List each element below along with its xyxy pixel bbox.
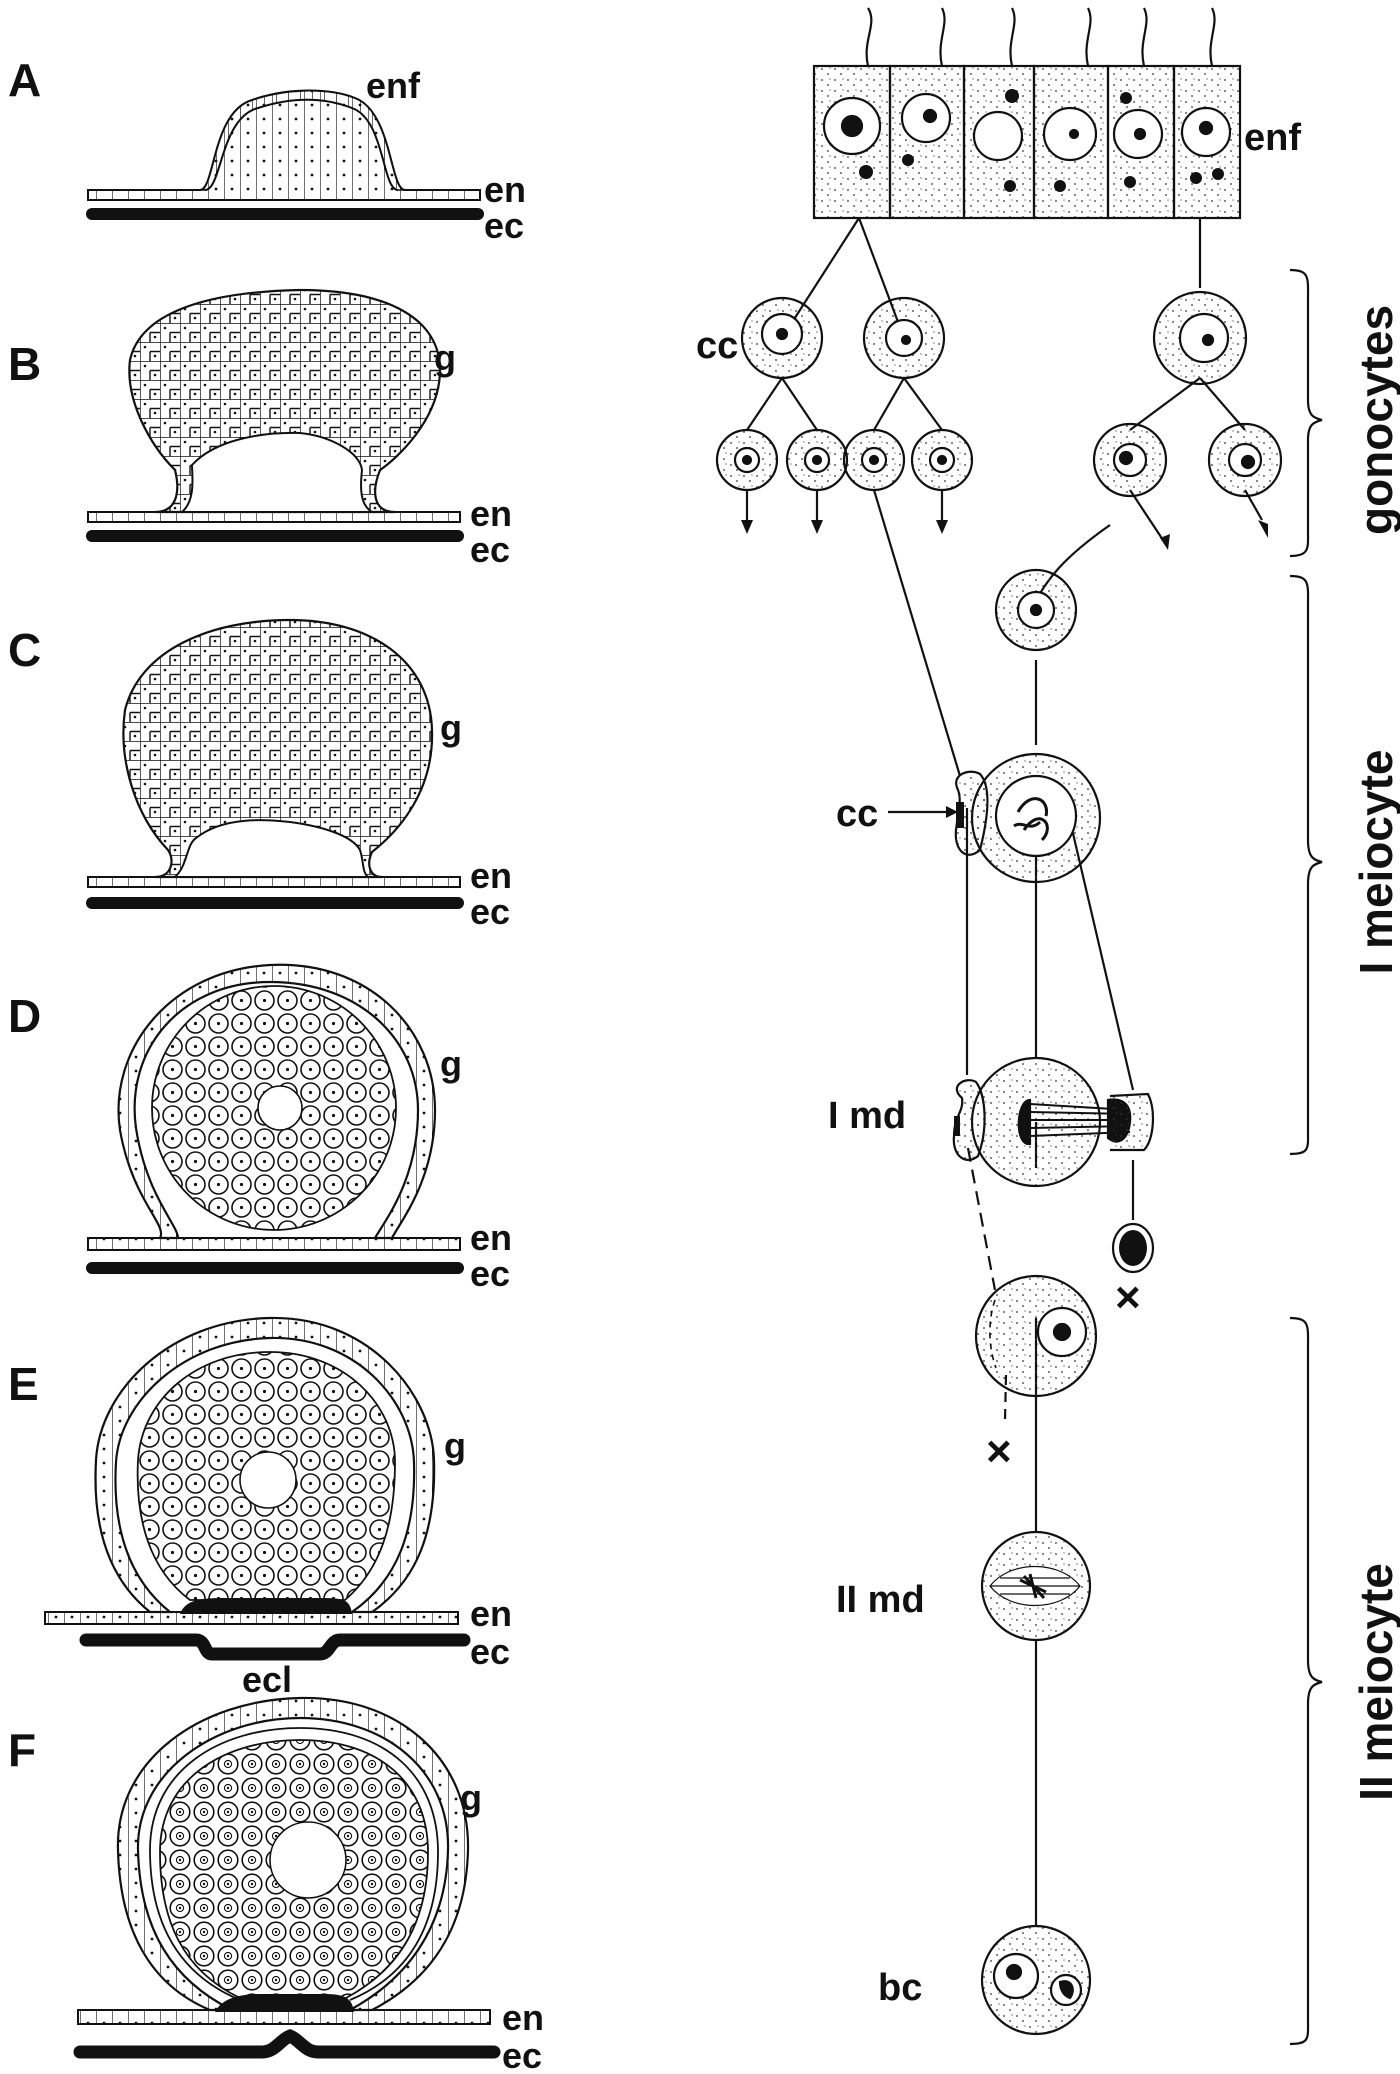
endoderm-layer <box>87 89 481 201</box>
label-ec: ec <box>484 205 524 246</box>
ectodermal-cushion <box>180 1598 352 1614</box>
label-ec: ec <box>502 2035 542 2074</box>
label-en: en <box>484 169 526 210</box>
label-en: en <box>470 1217 512 1258</box>
bracket-label-i-meiocyte: I meiocyte <box>1350 750 1400 975</box>
discard-mark: × <box>1115 1273 1141 1322</box>
panel-letter: B <box>8 338 41 390</box>
gonocyte-cells <box>715 290 1283 652</box>
central-lumen <box>239 1451 297 1509</box>
endoderm-layer <box>87 511 461 523</box>
label-ecl: ecl <box>242 1659 292 1700</box>
lineage-diagram <box>715 7 1323 2046</box>
panel-letter: D <box>8 990 41 1042</box>
panel-b: B g en ec <box>8 288 512 570</box>
ectodermal-cushion <box>215 1994 354 2012</box>
primary-meiocyte <box>954 752 1102 884</box>
label-ec: ec <box>470 891 510 932</box>
discard-mark: × <box>986 1427 1012 1476</box>
label-ec: ec <box>470 529 510 570</box>
bracket-ii-meiocyte <box>1289 1316 1323 2046</box>
endodermal-fold-epithelium <box>812 7 1242 220</box>
label-bc: bc <box>878 1967 922 2009</box>
central-lumen <box>269 1821 347 1899</box>
label-en: en <box>502 1997 544 2038</box>
panel-c: C g en ec <box>8 618 512 932</box>
ectoderm-layer <box>79 1633 471 1661</box>
label-g: g <box>434 337 456 378</box>
endoderm-fold-cells <box>199 89 406 191</box>
panel-letter: A <box>8 54 41 106</box>
panel-letter: F <box>8 1724 36 1776</box>
panel-d: D g en ec <box>8 963 512 1294</box>
endoderm-layer <box>77 2009 491 2025</box>
germ-cell-mass <box>122 618 434 879</box>
bracket-label-gonocytes: gonocytes <box>1350 305 1400 535</box>
label-en: en <box>470 1593 512 1634</box>
second-meiotic-division <box>980 1530 1092 1642</box>
ectoderm-layer <box>86 530 464 542</box>
label-i-md: I md <box>828 1095 906 1137</box>
label-enf: enf <box>1244 117 1301 159</box>
endoderm-sheath <box>94 1316 436 1614</box>
panel-letter: E <box>8 1358 39 1410</box>
label-cc-arrow: cc <box>836 793 878 835</box>
endoderm-sheath <box>117 963 437 1240</box>
ectoderm-layer <box>73 2028 501 2059</box>
bracket-i-meiocyte <box>1289 574 1323 1156</box>
label-g: g <box>440 707 462 748</box>
ectoderm-layer <box>86 897 464 909</box>
label-g: g <box>460 1777 482 1818</box>
blastocyte-cell <box>980 1924 1092 2036</box>
label-ec: ec <box>470 1631 510 1672</box>
panel-letter: C <box>8 624 41 676</box>
label-ii-md: II md <box>836 1579 925 1621</box>
discarded-polar-body <box>1111 1222 1155 1274</box>
central-lumen <box>257 1085 303 1131</box>
endoderm-layer <box>87 1237 461 1251</box>
endodermal-cavity <box>172 819 371 878</box>
label-en: en <box>470 493 512 534</box>
label-g: g <box>440 1043 462 1084</box>
ectoderm-layer <box>86 208 484 220</box>
endoderm-layer <box>87 876 461 888</box>
panel-a: A enf en ec <box>8 54 526 246</box>
label-en: en <box>470 855 512 896</box>
label-g: g <box>444 1425 466 1466</box>
bracket-gonocytes <box>1289 268 1323 558</box>
endoderm-sheath <box>116 1696 470 2012</box>
inner-layer <box>149 1727 439 2001</box>
ectoderm-layer <box>86 1262 464 1274</box>
label-ec: ec <box>470 1253 510 1294</box>
panel-f: F g en ec <box>8 1696 544 2074</box>
label-enf: enf <box>366 65 421 106</box>
secondary-meiocyte <box>974 1274 1098 1398</box>
bracket-label-ii-meiocyte: II meiocyte <box>1350 1563 1400 1801</box>
downward-arrows <box>741 520 1268 550</box>
endodermal-cavity <box>179 431 376 513</box>
label-cc-top: cc <box>696 325 738 367</box>
panel-e: E g en ec ecl <box>8 1316 512 1700</box>
first-meiotic-division <box>952 1056 1154 1188</box>
